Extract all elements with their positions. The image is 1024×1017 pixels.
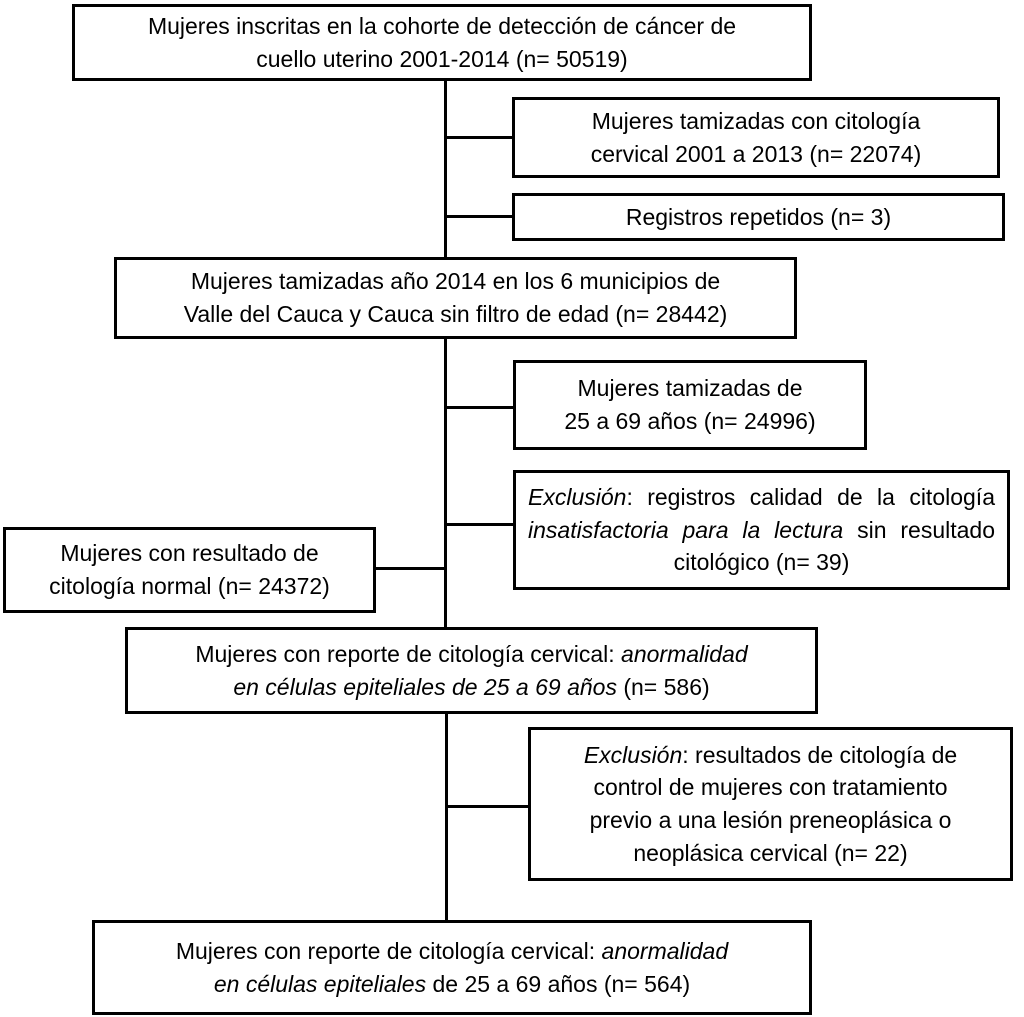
flow-box-tamizadas-2001-2013-text: Mujeres tamizadas con citología cervical… xyxy=(590,107,922,167)
flow-box-tamizadas-25-69: Mujeres tamizadas de 25 a 69 años (n= 24… xyxy=(513,360,867,450)
connector-to-exclusion-insatisfactoria xyxy=(447,523,513,526)
flow-box-registros-repetidos: Registros repetidos (n= 3) xyxy=(512,193,1005,241)
flow-box-tamizadas-2001-2013: Mujeres tamizadas con citología cervical… xyxy=(512,97,1000,178)
connector-to-registros-repetidos xyxy=(447,215,512,218)
connector-to-tamizadas-2001-2013 xyxy=(447,136,512,139)
flow-box-citologia-normal-text: Mujeres con resultado de citología norma… xyxy=(49,540,330,599)
connector-vertical-bottom xyxy=(445,714,448,920)
flow-box-tamizadas-25-69-text: Mujeres tamizadas de 25 a 69 años (n= 24… xyxy=(564,375,816,434)
flow-box-exclusion-control: Exclusión: resultados de citología de co… xyxy=(528,727,1013,881)
flow-box-anormalidad-586-text: Mujeres con reporte de citología cervica… xyxy=(195,640,748,700)
flow-box-tamizadas-2014-text: Mujeres tamizadas año 2014 en los 6 muni… xyxy=(183,268,728,327)
flow-box-anormalidad-586: Mujeres con reporte de citología cervica… xyxy=(125,627,818,714)
flow-box-exclusion-insatisfactoria-text: Exclusión: registros calidad de la citol… xyxy=(528,484,995,576)
connector-vertical-top xyxy=(444,81,447,257)
flow-box-cohorte-inscritas-text: Mujeres inscritas en la cohorte de detec… xyxy=(147,12,737,72)
flow-box-anormalidad-564-text: Mujeres con reporte de citología cervica… xyxy=(175,937,729,997)
flow-box-exclusion-control-text: Exclusión: resultados de citología de co… xyxy=(583,741,958,866)
connector-to-tamizadas-25-69 xyxy=(447,406,513,409)
flow-box-registros-repetidos-text: Registros repetidos (n= 3) xyxy=(625,203,892,230)
flow-box-exclusion-insatisfactoria: Exclusión: registros calidad de la citol… xyxy=(513,470,1010,590)
flow-box-tamizadas-2014: Mujeres tamizadas año 2014 en los 6 muni… xyxy=(114,257,797,339)
flow-box-citologia-normal: Mujeres con resultado de citología norma… xyxy=(3,527,376,613)
connector-vertical-middle xyxy=(444,339,447,627)
connector-to-citologia-normal xyxy=(376,567,444,570)
connector-to-exclusion-control xyxy=(448,805,528,808)
flow-box-anormalidad-564: Mujeres con reporte de citología cervica… xyxy=(92,920,812,1015)
flow-box-cohorte-inscritas: Mujeres inscritas en la cohorte de detec… xyxy=(72,4,812,81)
